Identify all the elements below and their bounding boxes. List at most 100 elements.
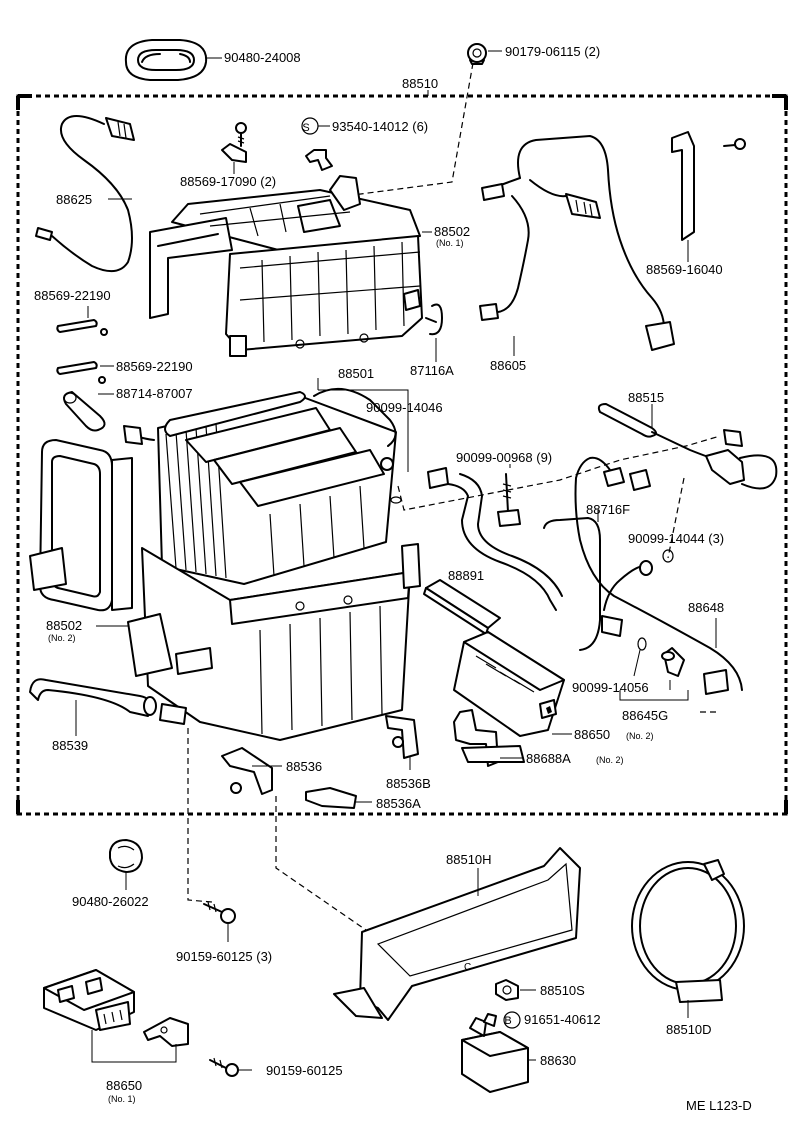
label-88569-22190-a: 88569-22190 <box>34 288 111 303</box>
label-88515: 88515 <box>628 390 664 405</box>
label-88569-22190-b: 88569-22190 <box>116 359 193 374</box>
part-oring-90099-14046[interactable] <box>390 496 402 504</box>
part-wire-harness-88605[interactable] <box>479 135 675 356</box>
label-88536B: 88536B <box>386 776 431 791</box>
label-88650-no1-sub: (No. 1) <box>108 1094 136 1104</box>
label-88539: 88539 <box>52 738 88 753</box>
label-88501: 88501 <box>338 366 374 381</box>
label-88688A-sub: (No. 2) <box>596 755 624 765</box>
label-88502-no1: 88502 <box>434 224 470 239</box>
label-90099-14046: 90099-14046 <box>366 400 443 415</box>
label-88648: 88648 <box>688 600 724 615</box>
part-duct-88891[interactable] <box>423 579 501 635</box>
part-thermistor-bracket[interactable] <box>705 429 778 490</box>
part-bracket-88536A[interactable] <box>305 787 372 809</box>
part-labels: 90480-24008 90179-06115 (2) 88510 S 9354… <box>34 44 752 1113</box>
label-90099-14044: 90099-14044 (3) <box>628 531 724 546</box>
part-sensor-88515[interactable] <box>597 403 719 461</box>
part-wire-88648[interactable] <box>574 456 743 695</box>
part-pin-88569-22190-a[interactable] <box>56 306 108 336</box>
part-clip-93540-14012[interactable] <box>305 149 333 171</box>
part-duct-ring-88510D[interactable] <box>631 859 745 1018</box>
part-amplifier-88650-no1[interactable] <box>43 969 135 1031</box>
part-grommet-90480-24008[interactable] <box>124 39 222 81</box>
part-bracket-88536B[interactable] <box>385 715 419 770</box>
part-amplifier-88650-no2[interactable] <box>453 631 572 737</box>
part-screw-90159-60125[interactable] <box>209 1057 252 1077</box>
part-lower-case-88502-no2[interactable] <box>96 543 421 741</box>
label-90159-60125-3: 90159-60125 (3) <box>176 949 272 964</box>
label-88569-17090: 88569-17090 (2) <box>180 174 276 189</box>
label-90480-26022: 90480-26022 <box>72 894 149 909</box>
label-88891: 88891 <box>448 568 484 583</box>
part-grommet-90480-26022[interactable] <box>109 839 143 890</box>
label-88569-16040: 88569-16040 <box>646 262 723 277</box>
leader-90179-06115 <box>329 62 474 199</box>
label-88650-no2: 88650 <box>574 727 610 742</box>
label-90179-06115: 90179-06115 (2) <box>505 44 600 59</box>
part-pipe-88716F[interactable] <box>427 467 653 651</box>
assembly-frame-88510 <box>16 90 788 816</box>
part-bracket-88569-16040[interactable] <box>671 131 746 262</box>
part-clip-88510S[interactable] <box>495 979 536 1001</box>
label-87116A: 87116A <box>410 363 454 378</box>
label-88605: 88605 <box>490 358 526 373</box>
label-88650-no1: 88650 <box>106 1078 142 1093</box>
label-90099-14056: 90099-14056 <box>572 680 649 695</box>
label-88714-87007: 88714-87007 <box>116 386 193 401</box>
part-upper-case-88502-no1[interactable] <box>149 175 432 357</box>
label-88510H: 88510H <box>446 852 492 867</box>
leader-90159-60125 <box>187 728 213 903</box>
label-93540-14012: 93540-14012 (6) <box>332 119 428 134</box>
part-clip-87116A[interactable] <box>425 303 443 363</box>
part-screw-top[interactable] <box>235 122 247 147</box>
label-88645G: 88645G <box>622 708 668 723</box>
label-90159-60125: 90159-60125 <box>266 1063 343 1078</box>
label-mark-c: C <box>464 962 471 973</box>
part-pin-88569-22190-b[interactable] <box>56 361 114 384</box>
label-88502-no2-sub: (No. 2) <box>48 633 76 643</box>
part-bolt-90099-00968[interactable] <box>497 464 521 527</box>
label-91651-40612: 91651-40612 <box>524 1012 601 1027</box>
part-duct-cover-88510H[interactable] <box>333 847 581 1021</box>
part-clip-90179-06115[interactable] <box>467 43 502 65</box>
footer-code: ME L123-D <box>686 1098 752 1113</box>
label-88625: 88625 <box>56 192 92 207</box>
part-tube-88714-87007[interactable] <box>63 391 114 432</box>
label-88688A: 88688A <box>526 751 571 766</box>
bracket-line-88650-no1 <box>91 1030 177 1063</box>
label-88502-no2: 88502 <box>46 618 82 633</box>
leader-88515 <box>397 435 721 511</box>
label-88536: 88536 <box>286 759 322 774</box>
label-88630: 88630 <box>540 1053 576 1068</box>
label-88536A: 88536A <box>376 796 421 811</box>
part-oring-90099-14044[interactable] <box>662 549 674 563</box>
part-screw-90159-60125-3[interactable] <box>203 901 236 942</box>
label-circle-b: B <box>504 1015 511 1027</box>
part-bracket-88536[interactable] <box>221 747 282 795</box>
part-filter-frame[interactable] <box>29 439 133 612</box>
leader-90099-14044 <box>667 477 685 559</box>
label-88510S: 88510S <box>540 983 585 998</box>
part-pressure-switch-88645G[interactable] <box>619 647 689 701</box>
part-bracket-88569-17090[interactable] <box>221 143 247 174</box>
part-evaporator-88501[interactable] <box>123 378 409 585</box>
part-bracket-88650-no1[interactable] <box>143 1017 189 1047</box>
part-wire-harness-88625[interactable] <box>35 115 135 273</box>
part-relay-88630[interactable] <box>461 1017 536 1093</box>
label-88510: 88510 <box>402 76 438 91</box>
part-bolt-91651-40612[interactable] <box>483 1013 497 1027</box>
label-88502-no1-sub: (No. 1) <box>436 238 464 248</box>
part-drain-hose-88539[interactable] <box>29 678 157 736</box>
label-90099-00968: 90099-00968 (9) <box>456 450 552 465</box>
label-circle-s: S <box>302 122 309 134</box>
leader-88510H <box>275 796 367 931</box>
label-88510D: 88510D <box>666 1022 712 1037</box>
label-90480-24008: 90480-24008 <box>224 50 301 65</box>
part-oring-90099-14056[interactable] <box>633 637 647 677</box>
part-bracket-88688A[interactable] <box>453 709 525 767</box>
label-88650-no2-sub: (No. 2) <box>626 731 654 741</box>
label-88716F: 88716F <box>586 502 630 517</box>
